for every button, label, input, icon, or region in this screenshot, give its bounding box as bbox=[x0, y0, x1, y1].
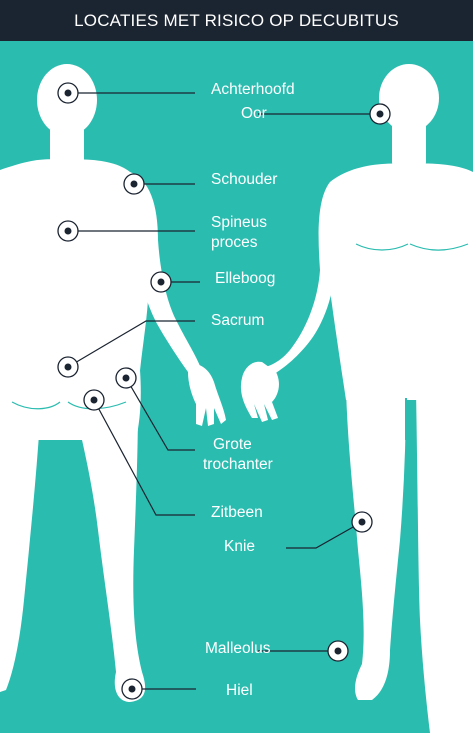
label-achterhoofd: Achterhoofd bbox=[211, 81, 295, 98]
marker-spineus-proces bbox=[57, 220, 79, 242]
page-title: LOCATIES MET RISICO OP DECUBITUS bbox=[74, 10, 399, 30]
label-grote-trochanter-line2: trochanter bbox=[203, 456, 273, 473]
label-schouder: Schouder bbox=[211, 171, 278, 188]
marker-hiel bbox=[121, 678, 143, 700]
label-elleboog: Elleboog bbox=[215, 270, 276, 287]
marker-zitbeen bbox=[83, 389, 105, 411]
marker-malleolus bbox=[327, 640, 349, 662]
leader-lines bbox=[67, 92, 380, 690]
label-grote-trochanter-line1: Grote bbox=[213, 436, 252, 453]
gluteal-crease-left bbox=[11, 401, 61, 410]
marker-grote-trochanter bbox=[115, 367, 137, 389]
chest-line-right bbox=[409, 243, 469, 251]
marker-schouder bbox=[123, 173, 145, 195]
label-spineus-line1: Spineus bbox=[211, 214, 268, 231]
marker-elleboog bbox=[150, 271, 172, 293]
chest-line-left bbox=[355, 243, 409, 251]
label-oor: Oor bbox=[241, 105, 267, 122]
label-zitbeen: Zitbeen bbox=[211, 504, 263, 521]
rear-view-body bbox=[0, 64, 226, 702]
label-spineus-line2: proces bbox=[211, 234, 258, 251]
marker-achterhoofd bbox=[57, 82, 79, 104]
label-sacrum: Sacrum bbox=[211, 312, 265, 329]
marker-oor bbox=[369, 103, 391, 125]
label-malleolus: Malleolus bbox=[205, 640, 271, 657]
title-bar: LOCATIES MET RISICO OP DECUBITUS bbox=[0, 0, 473, 41]
marker-sacrum bbox=[57, 356, 79, 378]
marker-knie bbox=[351, 511, 373, 533]
front-view-body bbox=[240, 64, 473, 733]
label-hiel: Hiel bbox=[226, 682, 253, 699]
label-knie: Knie bbox=[224, 538, 256, 555]
markers bbox=[57, 82, 391, 700]
